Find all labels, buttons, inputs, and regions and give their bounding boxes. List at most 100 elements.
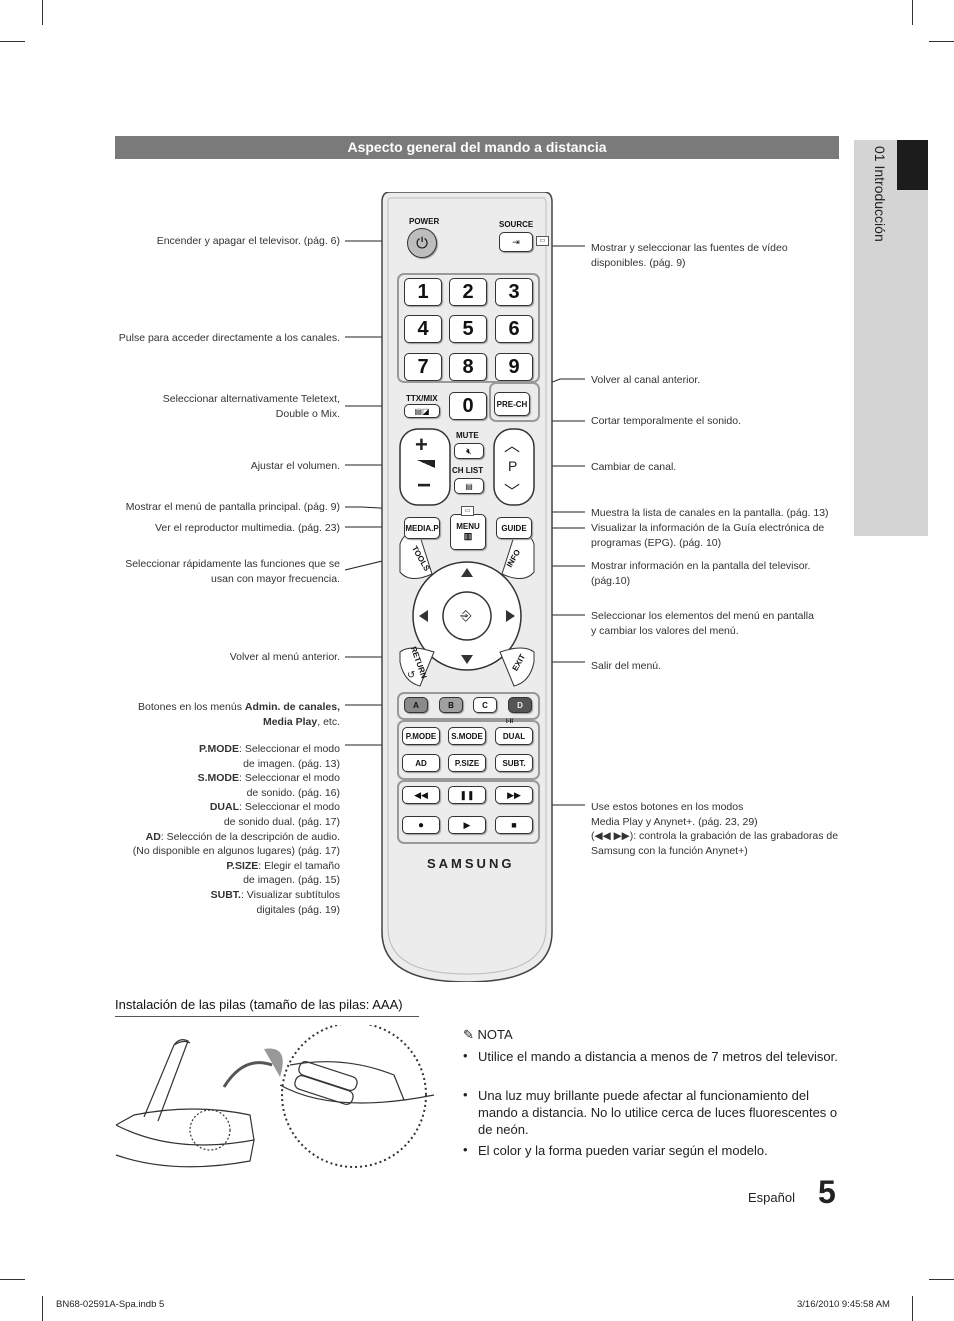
menu-label: MENU (456, 522, 480, 531)
note-item: Utilice el mando a distancia a menos de … (478, 1049, 838, 1064)
digit-8-button[interactable]: 8 (449, 353, 487, 381)
guide-button[interactable]: GUIDE (496, 517, 532, 539)
brand-logo: SAMSUNG (427, 856, 515, 871)
volume-down-icon[interactable]: − (417, 472, 432, 499)
pmode-button[interactable]: P.MODE (402, 727, 440, 745)
dual-button[interactable]: DUAL (495, 727, 533, 745)
ad-button[interactable]: AD (402, 754, 440, 772)
rewind-button[interactable]: ◀◀ (402, 786, 440, 804)
color-a-button[interactable]: A (404, 697, 428, 713)
volume-level-icon (417, 460, 435, 468)
label-prech: Volver al canal anterior. (591, 374, 701, 386)
label-ttx-line1: Seleccionar alternativamente Teletext, (162, 393, 340, 405)
mute-icon: 🔇︎ (466, 445, 472, 456)
digit-7-button[interactable]: 7 (404, 353, 442, 381)
label-media-bold2: Anynet (653, 815, 687, 828)
nav-left-button[interactable] (417, 607, 431, 625)
power-label: POWER (409, 217, 440, 226)
footer-language: Español (748, 1190, 795, 1205)
label-nav-line2: y cambiar los valores del menú. (591, 624, 739, 637)
page-number: 5 (818, 1174, 836, 1210)
chapter-tab-marker (897, 140, 928, 190)
chapter-side-tab (854, 140, 928, 536)
label-media-line1: Use estos botones en los modos (591, 801, 744, 813)
digit-6-button[interactable]: 6 (495, 315, 533, 343)
subt-button[interactable]: SUBT. (495, 754, 533, 772)
digit-9-button[interactable]: 9 (495, 353, 533, 381)
digit-4-button[interactable]: 4 (404, 315, 442, 343)
label-source: Mostrar y seleccionar las fuentes de víd… (591, 241, 841, 270)
label-ad-text2: (No disponible en algunos lugares) (pág.… (132, 845, 340, 858)
channel-p-label: P (508, 458, 518, 474)
channel-up-icon[interactable]: ︿ (504, 438, 521, 455)
tv-input-icon: ▭ (536, 236, 549, 246)
pause-button[interactable]: ❚❚ (448, 786, 486, 804)
play-button[interactable]: ▶ (448, 816, 486, 834)
digit-3-button[interactable]: 3 (495, 278, 533, 306)
nav-right-button[interactable] (503, 607, 517, 625)
crop-mark (0, 1279, 25, 1280)
label-media-mid: y (642, 815, 654, 828)
label-ad-key: AD (145, 830, 161, 843)
ttx-mix-button[interactable]: ▤◪ (404, 404, 440, 418)
label-source-line2: disponibles. (pág. 9) (591, 256, 686, 269)
note-item: El color y la forma pueden variar según … (478, 1143, 768, 1158)
menu-button[interactable]: MENU ▥ (450, 514, 486, 550)
smode-button[interactable]: S.MODE (448, 727, 486, 745)
chlist-button[interactable]: ▤ (454, 478, 484, 494)
pause-icon: ❚❚ (459, 789, 475, 800)
digit-5-button[interactable]: 5 (449, 315, 487, 343)
label-color-buttons: Botones en los menús Admin. de canales, … (60, 700, 340, 729)
prech-button[interactable]: PRE-CH (494, 392, 530, 416)
crop-mark (42, 0, 43, 25)
media-p-button[interactable]: MEDIA.P (404, 517, 440, 539)
label-psize-text: : Elegir el tamaño (258, 859, 340, 872)
mode-keys-frame (397, 720, 540, 780)
color-d-button[interactable]: D (508, 697, 532, 713)
label-power: Encender y apagar el televisor. (pág. 6) (156, 235, 340, 247)
power-button[interactable]: ⏻ (407, 228, 437, 258)
mute-button[interactable]: 🔇︎ (454, 443, 484, 459)
return-icon: ↺ (407, 670, 416, 681)
record-button[interactable]: ● (402, 816, 440, 834)
ttx-label: TTX/MIX (406, 394, 438, 403)
enter-button[interactable]: ⎆ (453, 602, 479, 628)
stop-button[interactable]: ■ (495, 816, 533, 834)
label-media: Ver el reproductor multimedia. (pág. 23) (154, 522, 340, 534)
digit-2-button[interactable]: 2 (449, 278, 487, 306)
label-ad-text: : Selección de la descripción de audio. (160, 830, 340, 843)
fast-forward-button[interactable]: ▶▶ (495, 786, 533, 804)
label-guide: Visualizar la información de la Guía ele… (591, 521, 841, 550)
nav-up-button[interactable] (458, 566, 476, 580)
fast-forward-icon: ▶▶ (507, 789, 521, 800)
label-psize-text2: de imagen. (pág. 15) (243, 874, 340, 887)
label-psize-key: P.SIZE (226, 859, 259, 872)
digit-0-button[interactable]: 0 (449, 392, 487, 420)
channel-down-icon[interactable]: ﹀ (504, 484, 521, 501)
color-c-button[interactable]: C (473, 697, 497, 713)
label-smode-key: S.MODE (197, 772, 240, 785)
label-media-line3: (◀◀ ▶▶): controla la grabación de las gr… (591, 830, 839, 843)
label-dual-key: DUAL (209, 801, 240, 814)
label-pmode-key: P.MODE (198, 743, 240, 755)
source-button[interactable]: ⇥ (499, 232, 533, 252)
psize-button[interactable]: P.SIZE (448, 754, 486, 772)
label-color-bold1: Admin. de canales, (244, 701, 340, 713)
label-color-post: , etc. (317, 715, 340, 728)
input-icon: ⇥ (512, 236, 520, 247)
label-media-post: +. (pág. 23, 29) (686, 815, 758, 828)
crop-mark (912, 1296, 913, 1321)
label-tools-line2: usan con mayor frecuencia. (211, 572, 340, 585)
menu-grid-icon: ▥ (463, 531, 473, 541)
volume-up-icon[interactable]: + (415, 432, 428, 457)
note-heading: ✎ NOTA (463, 1027, 513, 1043)
nav-down-button[interactable] (458, 652, 476, 666)
number-pad-frame (397, 273, 540, 383)
digit-1-button[interactable]: 1 (404, 278, 442, 306)
color-b-button[interactable]: B (439, 697, 463, 713)
label-modes: P.MODE: Seleccionar el modo de imagen. (… (60, 742, 340, 917)
color-keys-frame (397, 692, 540, 720)
label-numbers: Pulse para acceder directamente a los ca… (118, 332, 340, 344)
label-return: Volver al menú anterior. (229, 651, 340, 663)
label-color-pre: Botones en los menús (138, 701, 245, 713)
